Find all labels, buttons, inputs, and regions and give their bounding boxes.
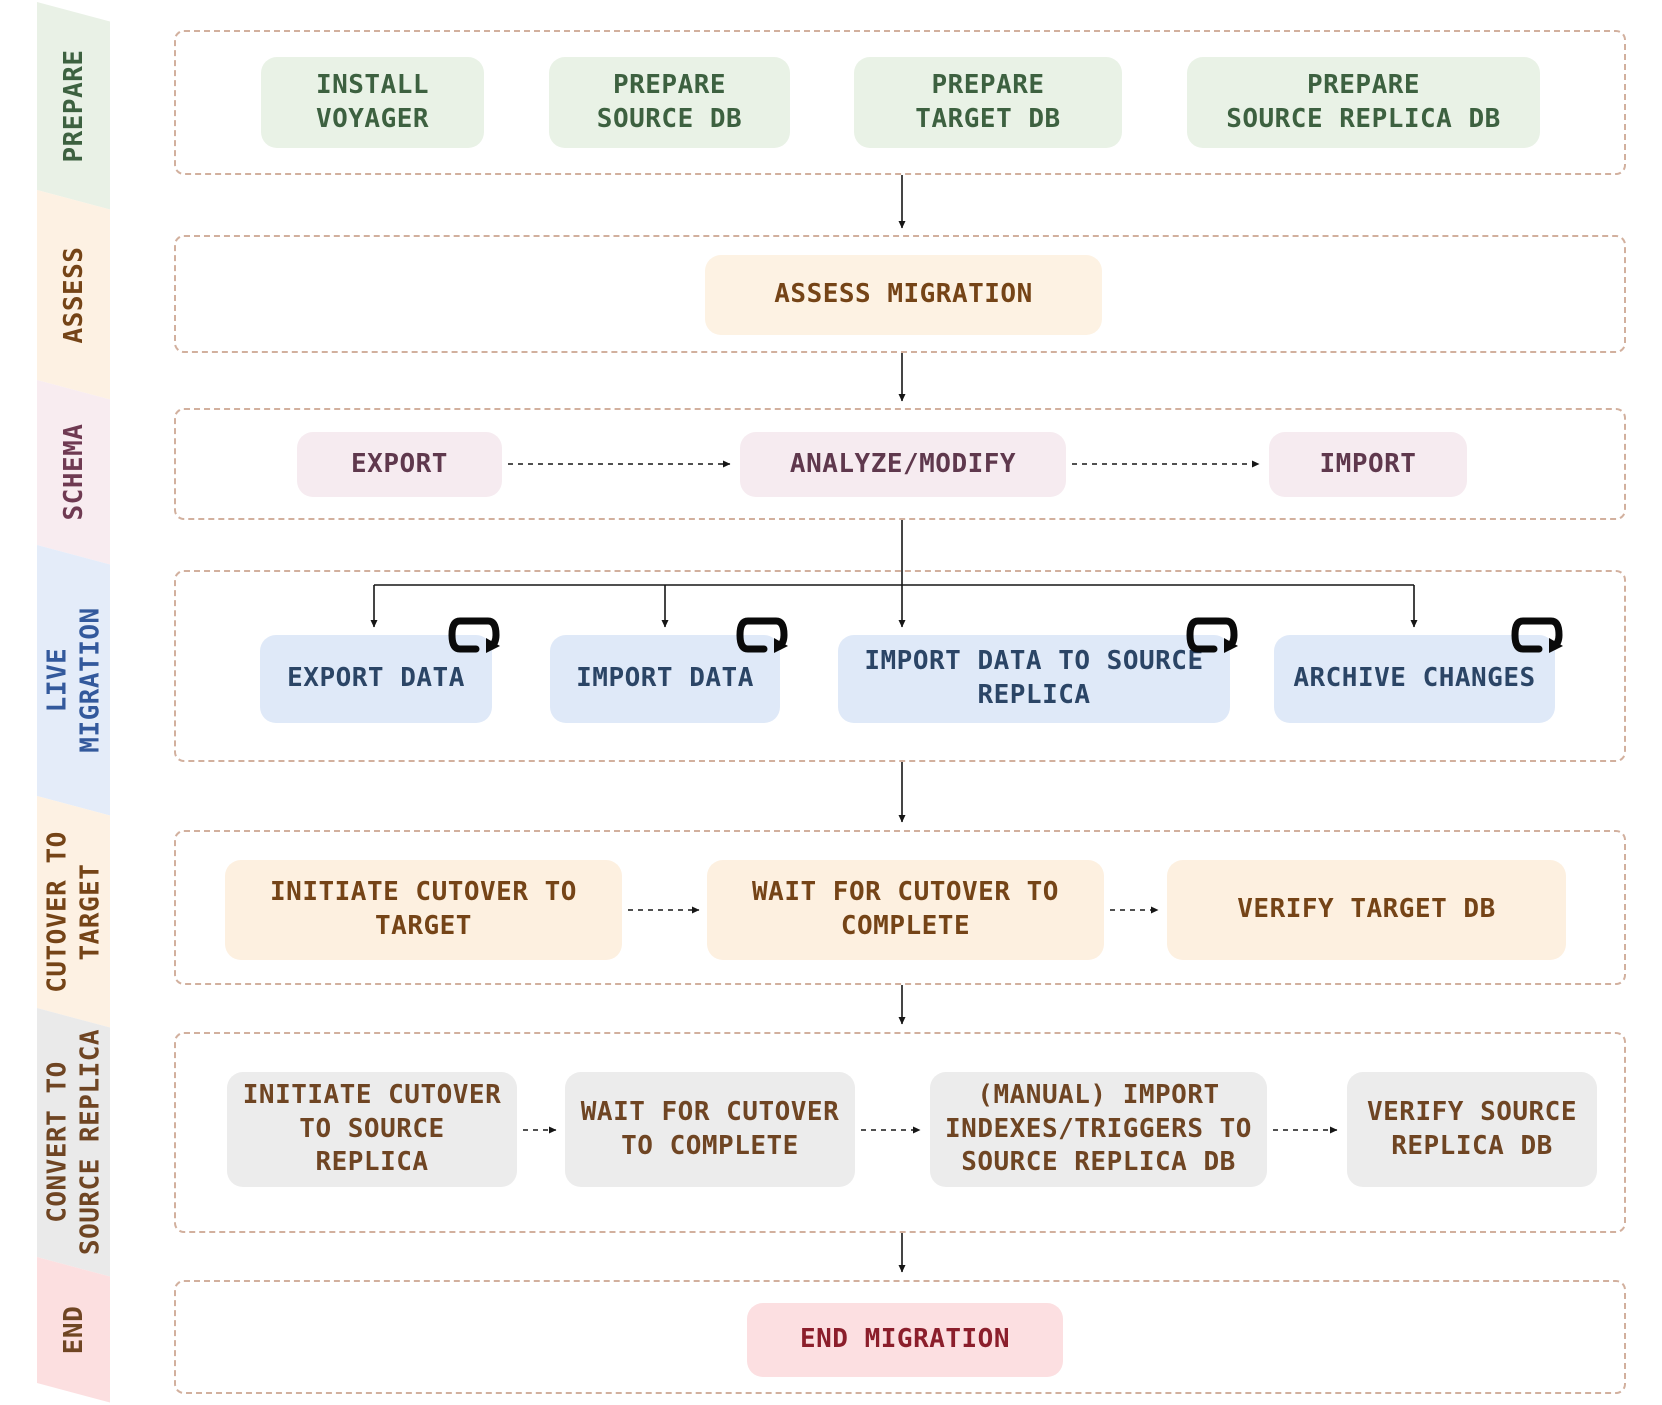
- node-install-voyager: INSTALL VOYAGER: [261, 57, 484, 148]
- loop-repeat-icon: [1186, 617, 1238, 653]
- row-container-convert-to-source-replica: [174, 1032, 1626, 1233]
- loop-repeat-icon: [1511, 617, 1563, 653]
- node-verify-target-db: VERIFY TARGET DB: [1167, 860, 1566, 960]
- node-wait-for-cutover-complete-replica: WAIT FOR CUTOVER TO COMPLETE: [565, 1072, 855, 1187]
- node-verify-source-replica-db: VERIFY SOURCE REPLICA DB: [1347, 1072, 1597, 1187]
- node-import-data-to-source-replica: IMPORT DATA TO SOURCE REPLICA: [838, 635, 1230, 723]
- node-export-schema: EXPORT: [297, 432, 502, 497]
- node-end-migration: END MIGRATION: [747, 1303, 1063, 1377]
- row-container-schema: [174, 408, 1626, 520]
- loop-repeat-icon: [736, 617, 788, 653]
- node-initiate-cutover-to-target: INITIATE CUTOVER TO TARGET: [225, 860, 622, 960]
- node-assess-migration: ASSESS MIGRATION: [705, 255, 1102, 335]
- node-wait-for-cutover-complete: WAIT FOR CUTOVER TO COMPLETE: [707, 860, 1104, 960]
- node-import-schema: IMPORT: [1269, 432, 1467, 497]
- node-analyze-modify: ANALYZE/MODIFY: [740, 432, 1066, 497]
- node-initiate-cutover-to-source-replica: INITIATE CUTOVER TO SOURCE REPLICA: [227, 1072, 517, 1187]
- row-container-end: [174, 1280, 1626, 1394]
- loop-repeat-icon: [448, 617, 500, 653]
- node-export-data: EXPORT DATA: [260, 635, 492, 723]
- row-container-cutover-to-target: [174, 830, 1626, 985]
- node-prepare-source-db: PREPARE SOURCE DB: [549, 57, 790, 148]
- node-manual-import-indexes-triggers: (MANUAL) IMPORT INDEXES/TRIGGERS TO SOUR…: [930, 1072, 1267, 1187]
- node-prepare-source-replica-db: PREPARE SOURCE REPLICA DB: [1187, 57, 1540, 148]
- row-container-prepare: [174, 30, 1626, 175]
- node-archive-changes: ARCHIVE CHANGES: [1274, 635, 1555, 723]
- node-prepare-target-db: PREPARE TARGET DB: [854, 57, 1122, 148]
- row-container-live-migration: [174, 570, 1626, 762]
- row-container-assess: [174, 235, 1626, 353]
